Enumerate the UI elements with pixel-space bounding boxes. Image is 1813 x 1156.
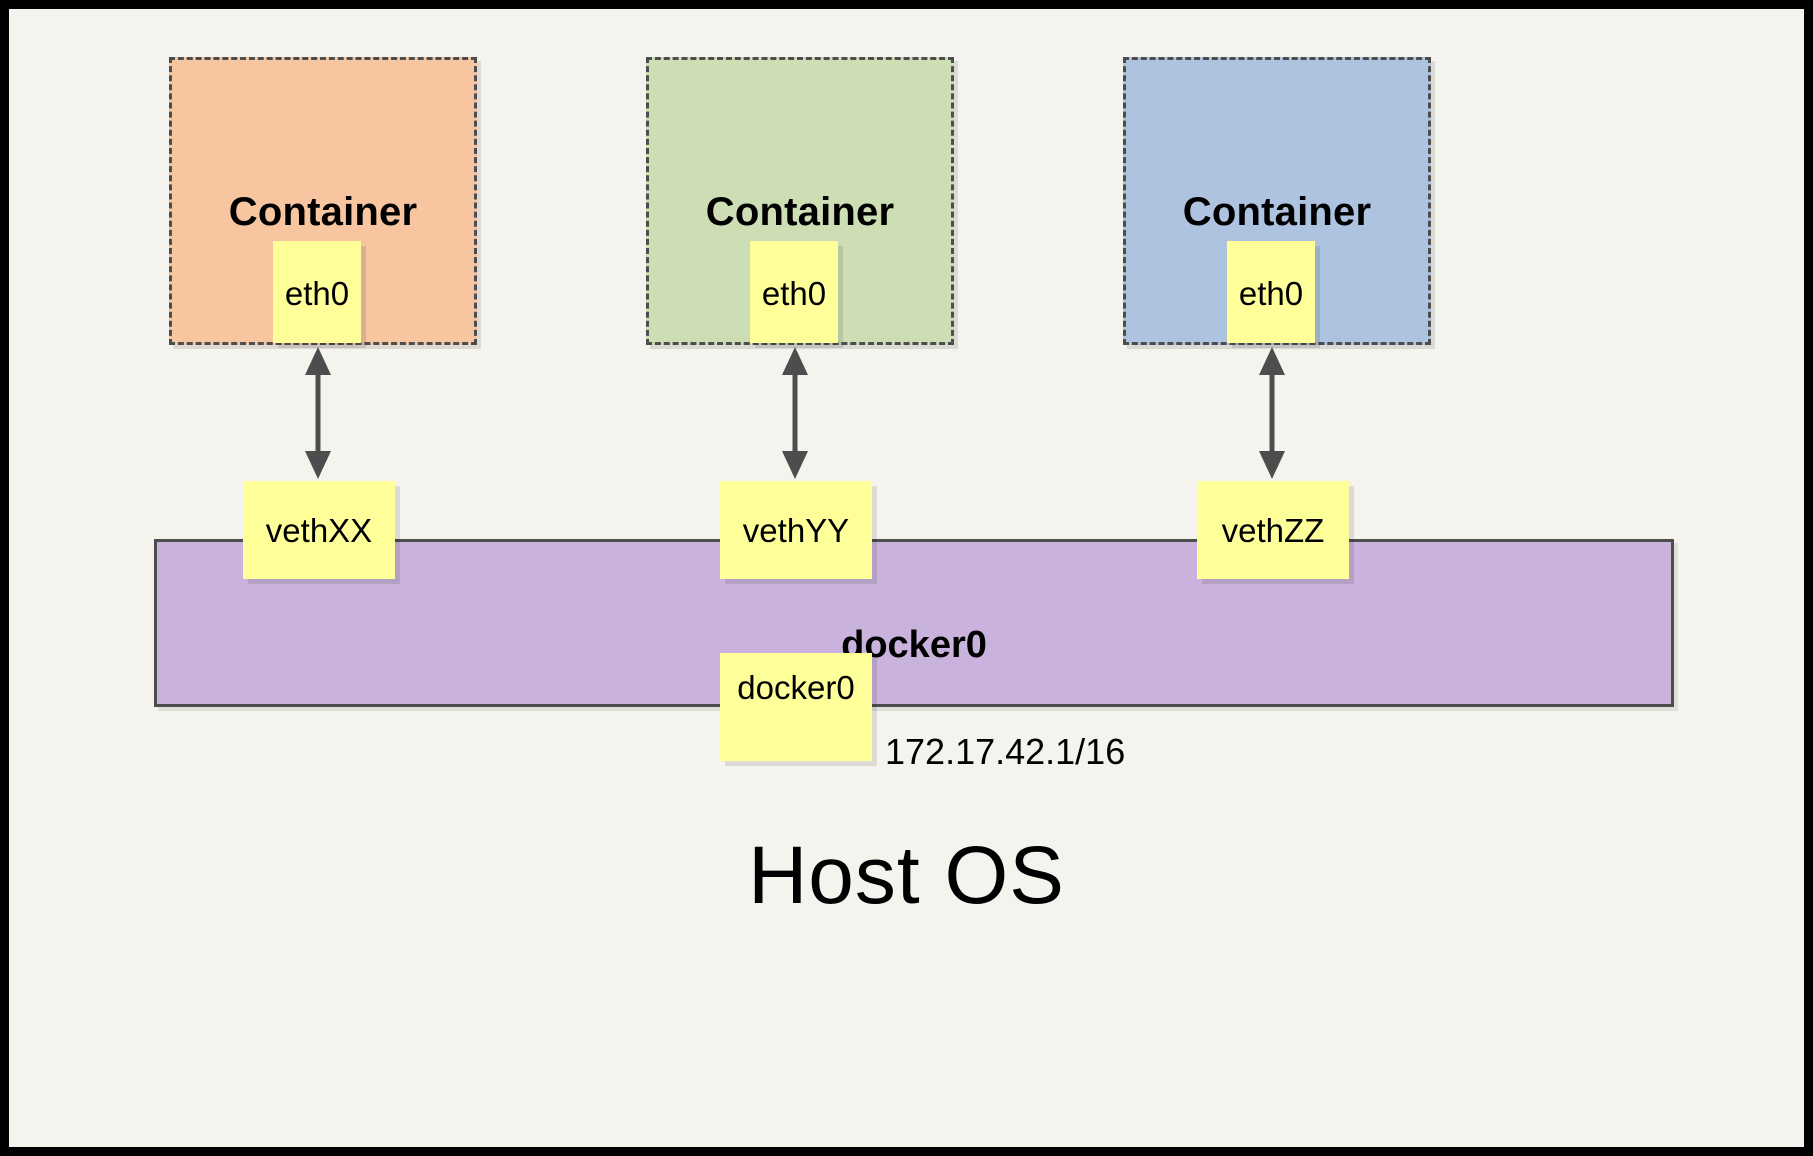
eth0-label-1: eth0 [284, 275, 350, 312]
veth-label-yy: vethYY [742, 511, 850, 549]
docker0-bridge-label: docker0 [841, 624, 987, 666]
veth-interface-yy: vethYY [720, 481, 872, 579]
veth-label-xx: vethXX [265, 511, 373, 549]
eth0-interface-2: eth0 [750, 241, 838, 343]
link-arrow-eth0-vethyy [782, 347, 808, 479]
eth0-label-3: eth0 [1238, 275, 1304, 312]
docker0-interface-note: docker0 [720, 653, 872, 761]
container-title-2: Container [705, 190, 895, 234]
eth0-label-2: eth0 [761, 275, 827, 312]
veth-label-zz: vethZZ [1221, 511, 1325, 549]
veth-interface-zz: vethZZ [1197, 481, 1349, 579]
docker0-note-label: docker0 [737, 669, 855, 706]
container-title-1: Container [228, 190, 418, 234]
link-arrow-eth0-vethxx [305, 347, 331, 479]
link-arrow-eth0-vethzz [1259, 347, 1285, 479]
container-title-3: Container [1182, 190, 1372, 234]
veth-interface-xx: vethXX [243, 481, 395, 579]
eth0-interface-3: eth0 [1227, 241, 1315, 343]
docker0-ip-label: 172.17.42.1/16 [885, 731, 1126, 772]
docker0-bridge-bar: docker0 [154, 539, 1674, 707]
host-os-label: Host OS [748, 830, 1065, 921]
eth0-interface-1: eth0 [273, 241, 361, 343]
